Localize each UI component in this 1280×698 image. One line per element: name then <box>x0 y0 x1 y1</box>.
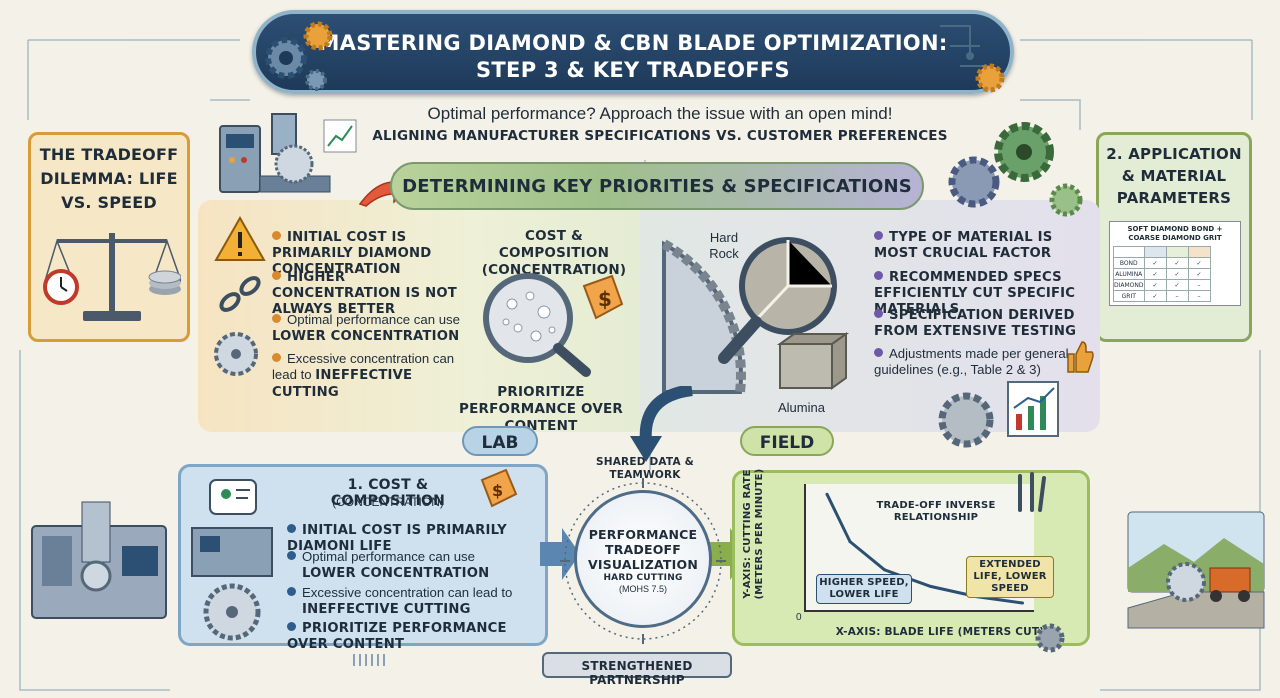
card-heading: 1. COST & COMPOSITION <box>330 477 446 509</box>
balance-scale-icon <box>43 233 181 321</box>
price-tag-icon: $ <box>480 468 518 508</box>
right-bullet-2: RECOMMENDED SPECS EFFICIENTLY CUT SPECIF… <box>874 270 1076 317</box>
card-subheading: (CONCENTRATION) <box>332 495 444 509</box>
curve-point <box>883 568 886 572</box>
tools-icon <box>1018 472 1046 512</box>
gear-icon <box>265 21 333 91</box>
right-bullet-1: TYPE OF MATERIAL IS MOST CRUCIAL FACTOR <box>874 230 1053 261</box>
spec-row-label: DIAMOND <box>1113 279 1145 291</box>
left-bullet-2: HIGHER CONCENTRATION IS NOT ALWAYS BETTE… <box>272 270 457 317</box>
spec-row-label: GRIT <box>1113 290 1145 302</box>
curved-arrow-icon <box>630 386 693 462</box>
shared-data-label: SHARED DATA & TEAMWORK <box>595 456 695 481</box>
curve-point <box>929 584 932 588</box>
partnership-banner: STRENGTHENED PARTNERSHIP <box>542 652 732 687</box>
hard-cutting-label: HARD CUTTING <box>603 573 683 583</box>
chart-xlabel: X-AXIS: BLADE LIFE (Meters Cut) <box>835 626 1045 638</box>
key-priorities-banner: DETERMINING KEY PRIORITIES & SPECIFICATI… <box>390 162 924 210</box>
lab-label: LAB <box>462 426 538 456</box>
extended-life-annotation: EXTENDED LIFE, LOWER SPEED <box>966 556 1054 598</box>
svg-text:$: $ <box>492 481 503 500</box>
curve-point <box>848 540 852 544</box>
magnifier-diamonds-icon: $ <box>483 273 624 377</box>
application-parameters-label: 2. APPLICATION & MATERIAL PARAMETERS <box>1106 145 1242 207</box>
performance-visualization-circle: PERFORMANCE TRADEOFF VISUALIZATION HARD … <box>574 490 712 628</box>
blade-magnifier-rock-icon <box>661 237 850 394</box>
viz-label: PERFORMANCE TRADEOFF VISUALIZATION <box>587 527 699 572</box>
chart-ylabel: Y-AXIS: CUTTING RATE (Meters per Minute) <box>742 468 765 600</box>
subtitle-caps: ALIGNING MANUFACTURER SPECIFICATIONS VS.… <box>372 128 948 144</box>
title-banner: MASTERING DIAMOND & CBN BLADE OPTIMIZATI… <box>252 10 1014 94</box>
small-gear-icon <box>1035 623 1065 653</box>
alumina-label: Alumina <box>778 400 825 415</box>
spec-table-grid: BOND✓✓✓ ALUMINA✓✓✓ DIAMOND✓✓– GRIT✓–– <box>1113 246 1211 302</box>
subtitle: Optimal performance? Approach the issue … <box>427 104 893 123</box>
curve-point <box>1021 601 1024 605</box>
tradeoff-dilemma-box: THE TRADEOFF DILEMMA: LIFE VS. SPEED <box>28 132 190 342</box>
title-line-1: MASTERING DIAMOND & CBN BLADE OPTIMIZATI… <box>318 31 948 55</box>
card-bullet-4: PRIORITIZE PERFORMANCE OVER CONTENT <box>287 621 507 652</box>
left-bullet-1: INITIAL COST IS PRIMARILY DIAMOND CONCEN… <box>272 230 432 277</box>
operator-saw-icon <box>191 479 273 641</box>
right-bullet-3: SPECIFICATION DERIVED FROM EXTENSIVE TES… <box>874 308 1077 339</box>
circuit-gear-icon <box>940 25 1005 93</box>
key-priorities-label: DETERMINING KEY PRIORITIES & SPECIFICATI… <box>402 176 912 197</box>
thumbs-up-icon <box>1067 341 1094 373</box>
curve-point <box>825 492 829 496</box>
inverse-annotation: TRADE-OFF INVERSE RELATIONSHIP <box>876 500 996 523</box>
field-label: FIELD <box>740 426 834 456</box>
chart-origin-label: 0 <box>796 612 802 623</box>
svg-text:$: $ <box>598 287 612 311</box>
spec-table-title: SOFT DIAMOND BOND + COARSE DIAMOND GRIT <box>1127 225 1223 242</box>
hard-rock-label: Hard Rock <box>709 230 739 261</box>
arrow-to-center-left <box>540 528 580 580</box>
mohs-label: (MOHS 7.5) <box>618 584 667 594</box>
warning-chain-blade-icons <box>214 215 266 376</box>
spec-row-label: BOND <box>1113 257 1145 269</box>
gear-chart-icon <box>938 381 1059 448</box>
cnc-machine-icon <box>31 501 167 619</box>
spec-row-label: ALUMINA <box>1113 268 1145 280</box>
cutting-machine-icon <box>219 113 357 193</box>
spec-table: SOFT DIAMOND BOND + COARSE DIAMOND GRIT … <box>1109 221 1241 306</box>
tradeoff-dilemma-label: THE TRADEOFF DILEMMA: LIFE VS. SPEED <box>39 145 179 212</box>
center-ring-icon <box>560 478 726 644</box>
high-speed-annotation: HIGHER SPEED, LOWER LIFE <box>816 574 912 604</box>
decor-bars <box>353 654 385 666</box>
cost-composition-heading: COST & COMPOSITION (CONCENTRATION) <box>481 228 627 278</box>
card-bullet-1: INITIAL COST IS PRIMARILY DIAMONI LIFE <box>287 523 507 554</box>
left-bullet-4: Excessive concentration can lead to INEF… <box>272 351 455 400</box>
application-parameters-box: 2. APPLICATION & MATERIAL PARAMETERS SOF… <box>1096 132 1252 342</box>
left-bullet-3: Optimal performance can use LOWER CONCEN… <box>272 312 460 344</box>
gears-cluster-icon <box>948 122 1083 217</box>
title-line-2: STEP 3 & KEY TRADEOFFS <box>476 58 790 82</box>
right-bullet-4: Adjustments made per general guidelines … <box>874 346 1069 377</box>
field-saw-scene-icon <box>1127 511 1265 629</box>
